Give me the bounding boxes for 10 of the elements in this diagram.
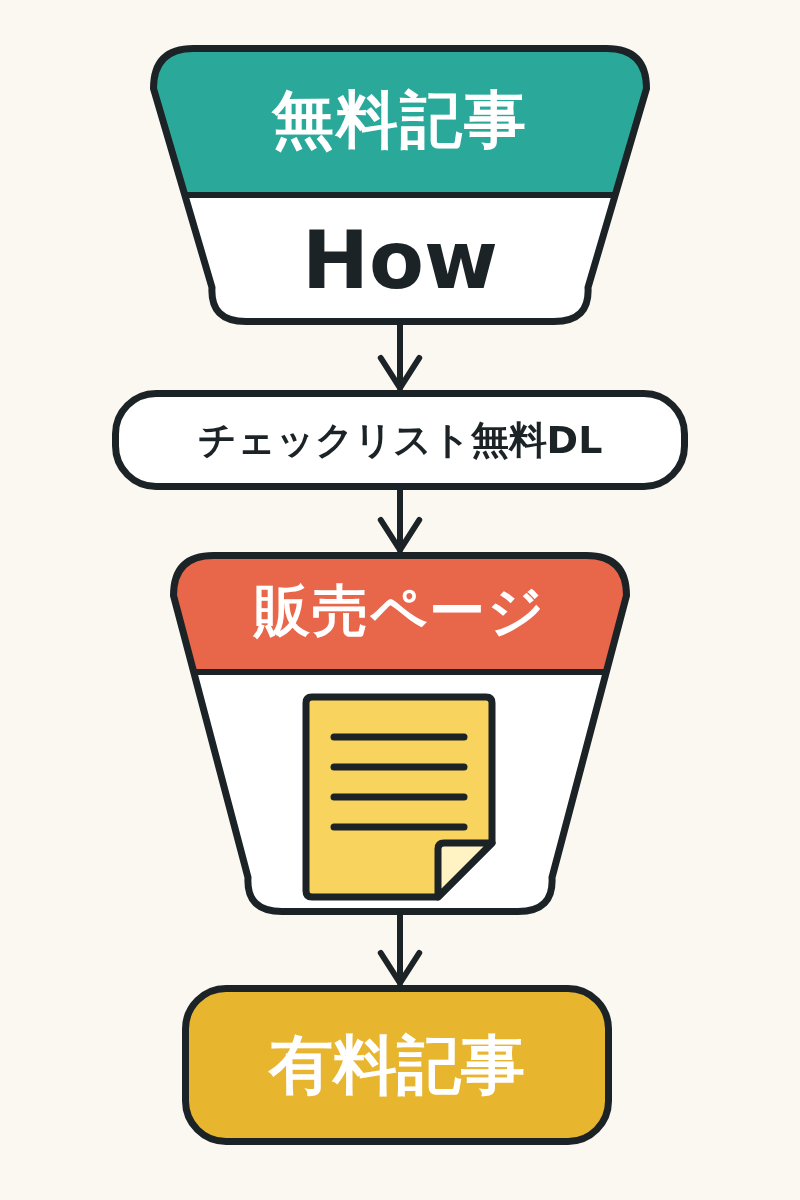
stage-heading: 無料記事 (272, 82, 528, 158)
arrow (377, 912, 423, 986)
arrow (377, 322, 423, 391)
funnel-stage (150, 45, 650, 325)
stage-label: How (302, 213, 498, 307)
box-label: チェックリスト無料DL (197, 416, 603, 464)
rounded-box (182, 985, 612, 1145)
box-label: 有料記事 (269, 1026, 525, 1104)
funnel-stage (170, 552, 630, 915)
stage-heading: 販売ページ (254, 577, 546, 645)
